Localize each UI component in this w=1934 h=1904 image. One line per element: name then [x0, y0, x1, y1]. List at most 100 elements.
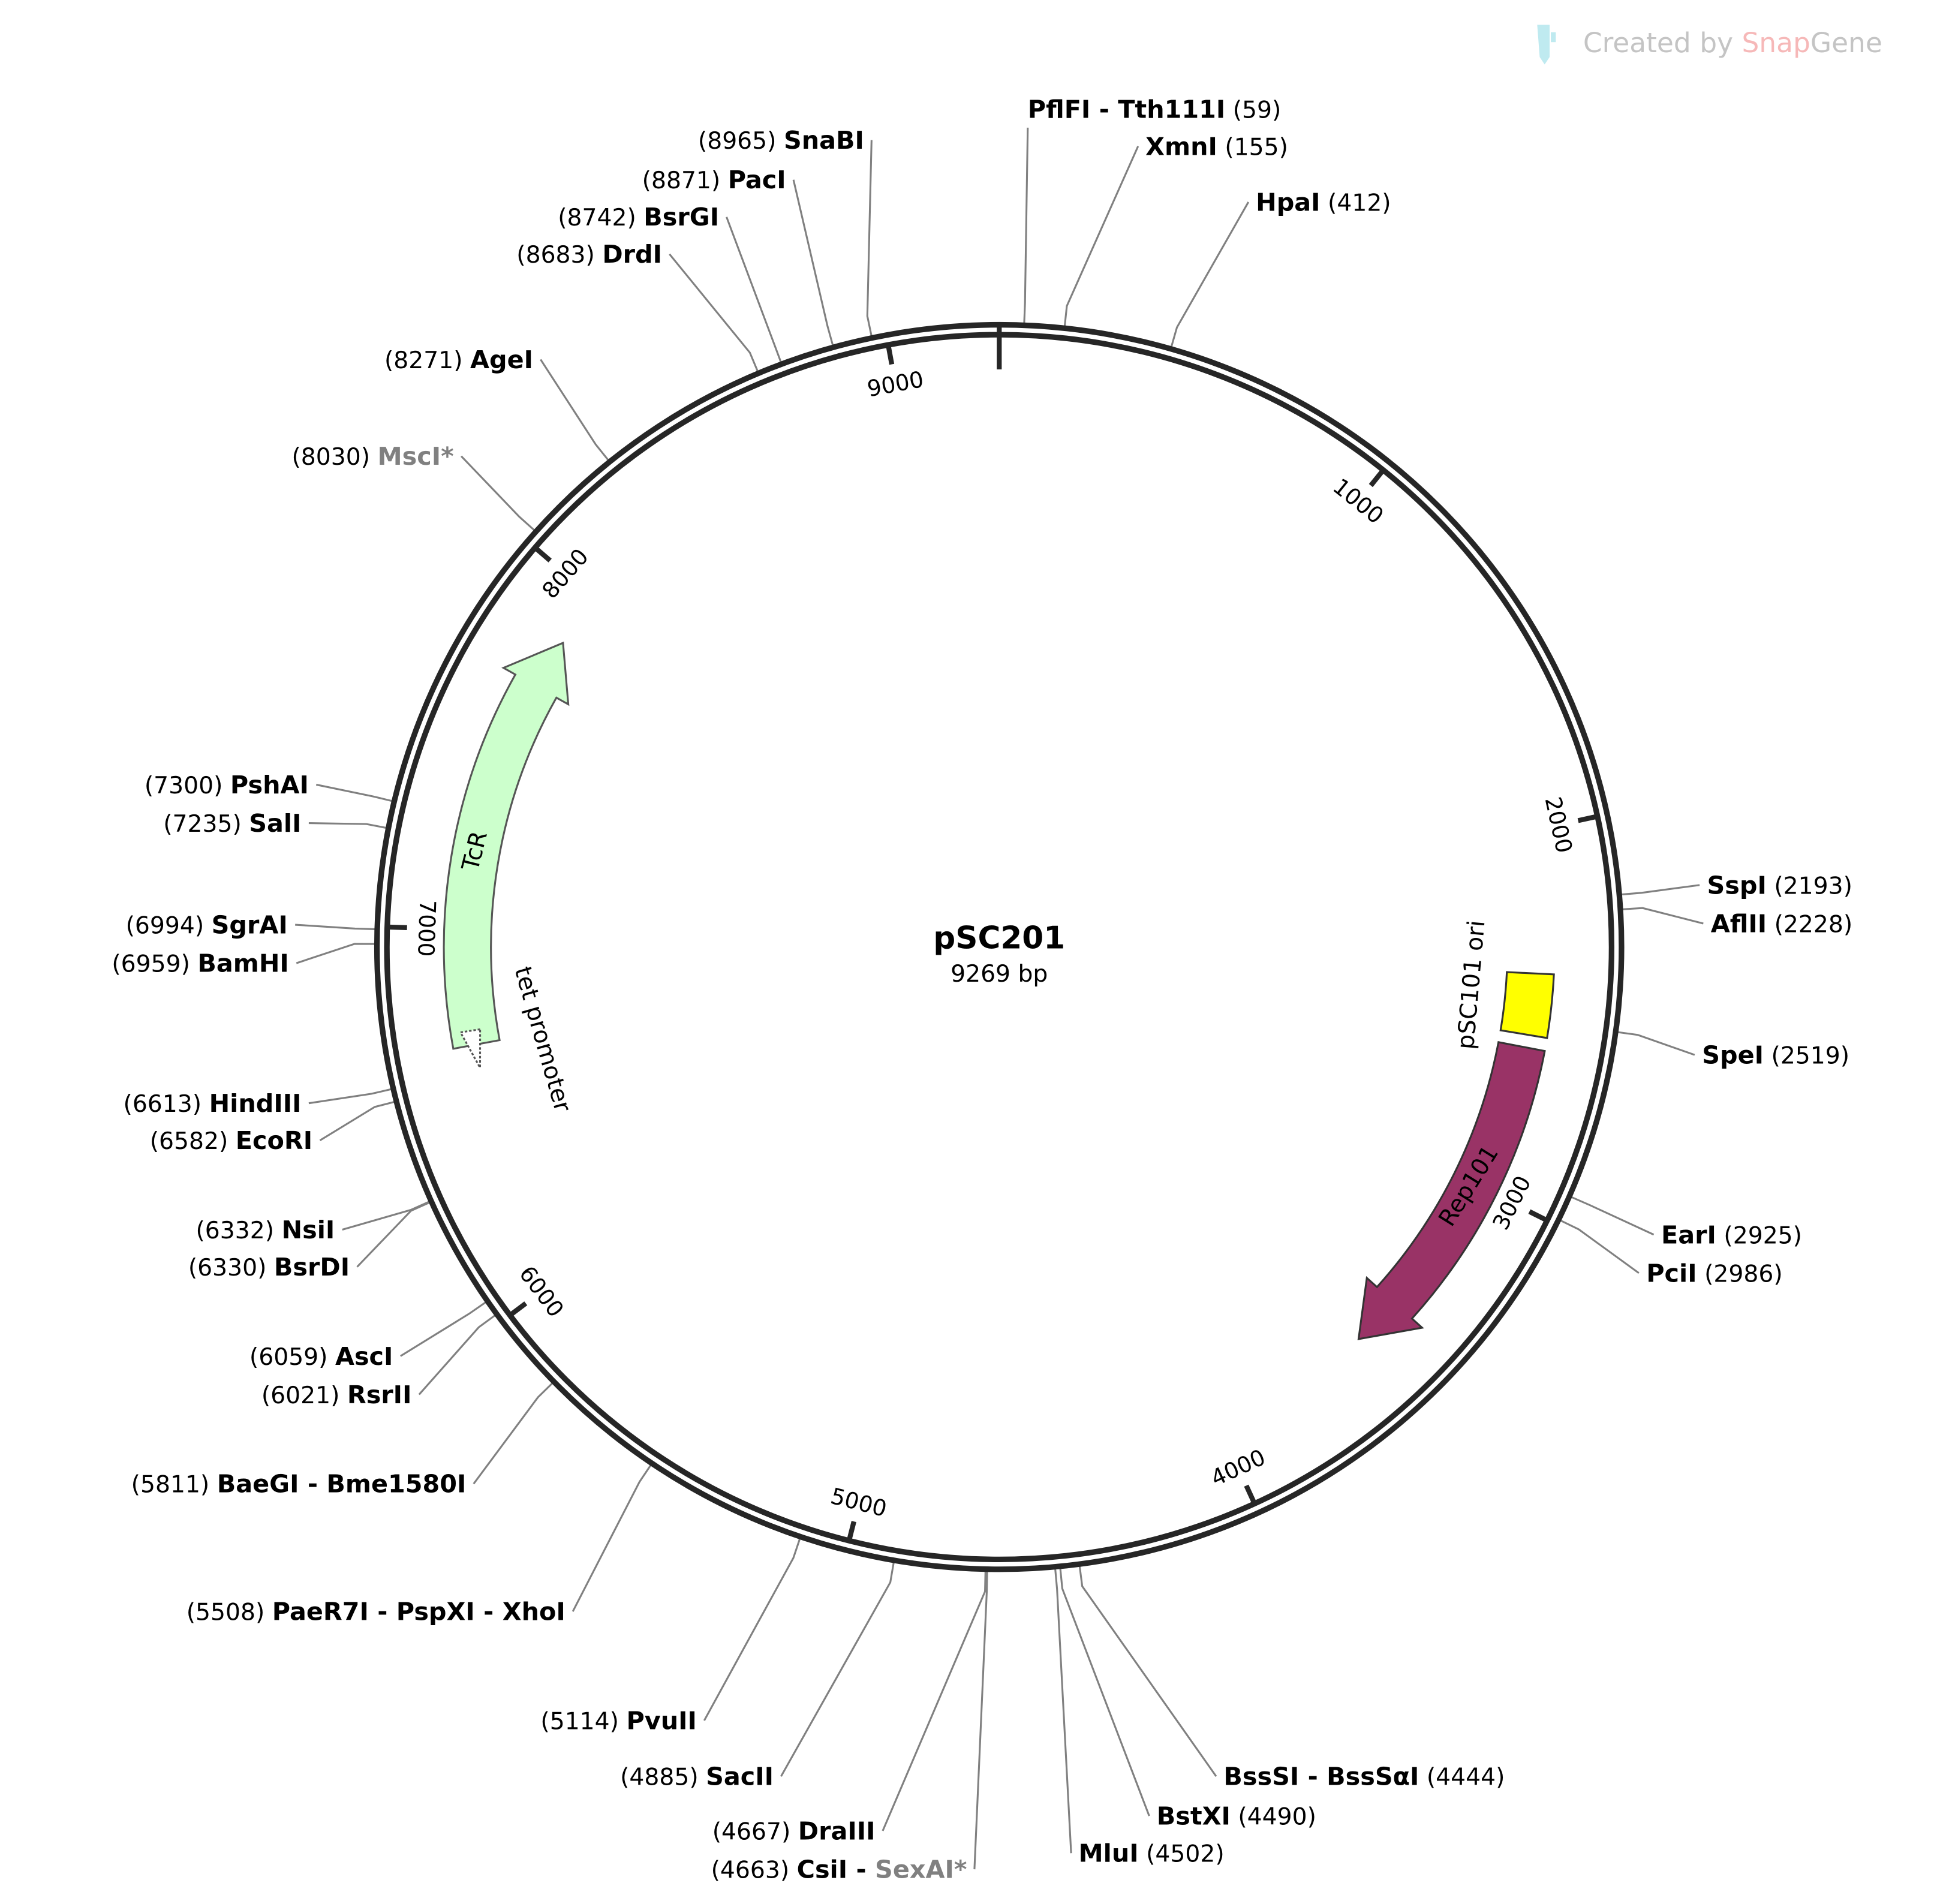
enzyme-site-label: (7300) PshAI	[145, 771, 309, 799]
enzyme-leader-line	[315, 783, 392, 802]
enzyme-site-label: MluI (4502)	[1079, 1839, 1225, 1868]
enzyme-position: (5811)	[131, 1472, 217, 1499]
backbone-outer-ring	[374, 321, 1625, 1572]
enzyme-position: (4502)	[1139, 1841, 1225, 1868]
enzyme-name: PaeR7I	[272, 1598, 369, 1626]
enzyme-site-label: (5508) PaeR7I - PspXI - XhoI	[187, 1598, 566, 1626]
enzyme-leader-line	[1618, 1031, 1695, 1056]
enzyme-leader-line	[1560, 1220, 1640, 1274]
enzyme-leader-line	[295, 924, 375, 930]
enzyme-leader-line	[308, 1088, 392, 1105]
enzyme-site-label: (6582) EcoRI	[150, 1126, 312, 1155]
enzyme-position: (2228)	[1767, 911, 1852, 938]
enzyme-position: (6330)	[188, 1255, 274, 1282]
enzyme-name: BssSI	[1223, 1762, 1299, 1791]
enzyme-leader-line	[473, 1382, 553, 1485]
enzyme-leader-line	[726, 216, 782, 362]
tet-promoter-label: tet promoter	[509, 964, 576, 1115]
enzyme-leader-line	[792, 179, 834, 345]
enzyme-name: PvuII	[626, 1707, 696, 1735]
enzyme-position: (6994)	[126, 912, 212, 939]
tick-mark	[1244, 1484, 1256, 1503]
enzyme-position: (412)	[1321, 190, 1391, 216]
pSC101-ori-label: pSC101 ori	[1452, 919, 1491, 1051]
rep101-gene-arrow	[1357, 1041, 1546, 1340]
enzyme-name: HindIII	[209, 1089, 302, 1118]
enzyme-leader-line	[1622, 884, 1700, 896]
enzyme-leader-line	[342, 1201, 429, 1231]
enzyme-site-label: (8271) AgeI	[384, 345, 533, 374]
enzyme-site-label: (6332) NsiI	[196, 1216, 335, 1244]
enzyme-position: (7300)	[145, 772, 230, 799]
enzyme-position: (4663)	[711, 1857, 797, 1884]
tick-mark	[1528, 1209, 1547, 1222]
enzyme-site-label: (5114) PvuII	[540, 1707, 696, 1735]
enzyme-name: DraIII	[798, 1817, 876, 1846]
enzyme-name: SexAI*	[875, 1855, 967, 1884]
enzyme-site-label: (8742) BsrGI	[558, 203, 719, 231]
tube-icon	[1537, 25, 1556, 65]
watermark: Created by SnapGene	[1537, 25, 1882, 65]
enzyme-leader-line	[296, 943, 375, 964]
enzyme-position: (2193)	[1767, 873, 1852, 900]
enzyme-name: BstXI	[1157, 1802, 1231, 1831]
enzyme-position: (6021)	[261, 1382, 347, 1409]
enzyme-leader-line	[1571, 1196, 1655, 1236]
enzyme-name: BamHI	[197, 949, 288, 978]
enzyme-position: (7235)	[163, 811, 249, 838]
enzyme-name: Bme1580I	[326, 1470, 466, 1499]
enzyme-name: BsrGI	[643, 203, 719, 231]
enzyme-name: MluI	[1079, 1839, 1139, 1868]
enzyme-position: (2519)	[1764, 1043, 1849, 1070]
enzyme-site-label: PflFI - Tth111I (59)	[1028, 95, 1282, 124]
enzyme-site-label: (4663) CsiI - SexAI*	[711, 1855, 967, 1884]
enzyme-leader-line	[1623, 907, 1704, 925]
svg-text:Created by SnapGene: Created by SnapGene	[1583, 27, 1882, 59]
enzyme-site-label: (6613) HindIII	[124, 1089, 302, 1118]
enzyme-position: (59)	[1225, 97, 1281, 124]
enzyme-name: BaeGI	[217, 1470, 299, 1499]
tick-mark	[847, 1521, 856, 1539]
enzyme-name: AgeI	[470, 345, 533, 374]
enzyme-name: XhoI	[503, 1598, 566, 1626]
enzyme-name: AscI	[335, 1342, 393, 1371]
tick-mark	[389, 924, 407, 931]
enzyme-name: NsiI	[282, 1216, 335, 1244]
tick-mark	[510, 1301, 528, 1316]
enzyme-position: (5508)	[187, 1599, 272, 1626]
enzyme-position: (2925)	[1716, 1222, 1802, 1249]
enzyme-position: (8030)	[291, 444, 377, 471]
enzyme-position: (5114)	[540, 1709, 626, 1735]
enzyme-leader-line	[882, 1571, 986, 1831]
enzyme-position: (6059)	[249, 1344, 335, 1371]
enzyme-name: BsrDI	[274, 1253, 350, 1282]
enzyme-site-label: (8871) PacI	[642, 166, 786, 194]
enzyme-leader-line	[461, 455, 535, 531]
enzyme-name: CsiI	[797, 1855, 847, 1884]
tick-label: 9000	[865, 366, 926, 402]
plasmid-name: pSC201	[933, 920, 1065, 956]
enzyme-site-label: (4667) DraIII	[712, 1817, 876, 1846]
enzyme-name: PspXI	[396, 1598, 475, 1626]
enzyme-name: SgrAI	[212, 910, 288, 939]
enzyme-name: SpeI	[1702, 1041, 1764, 1070]
enzyme-position: (4490)	[1231, 1804, 1316, 1831]
tcr-gene-arrow	[443, 641, 570, 1050]
tick-mark	[535, 547, 552, 563]
enzyme-name: Tth111I	[1118, 95, 1225, 124]
enzyme-site-label: (8030) MscI*	[291, 442, 453, 471]
enzyme-separator: -	[475, 1598, 503, 1626]
enzyme-site-label: (4885) SacII	[620, 1762, 774, 1791]
tick-label: 6000	[514, 1261, 569, 1322]
enzyme-site-label: (6330) BsrDI	[188, 1253, 350, 1282]
enzyme-position: (6582)	[150, 1128, 236, 1155]
enzyme-name: DrdI	[602, 240, 662, 269]
enzyme-name: EarI	[1661, 1220, 1716, 1249]
enzyme-position: (4444)	[1419, 1764, 1505, 1791]
enzyme-name: PacI	[728, 166, 786, 194]
enzyme-leader-line	[669, 253, 759, 372]
enzyme-leader-line	[540, 359, 609, 461]
enzyme-name: SacII	[706, 1762, 774, 1791]
enzyme-name: BssSαI	[1327, 1762, 1419, 1791]
enzyme-position: (4667)	[712, 1819, 798, 1846]
